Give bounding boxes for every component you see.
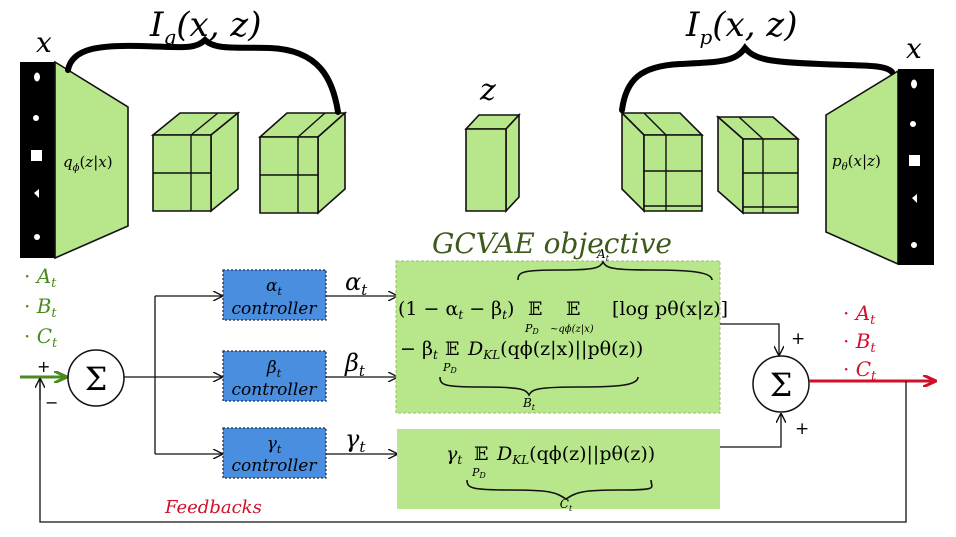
capacity-expectation-subscript: PD: [471, 466, 486, 480]
gamma-controller-symbol: γt: [267, 434, 282, 456]
beta-controller: βt controller: [222, 350, 327, 402]
feedback-label: Feedbacks: [164, 497, 262, 518]
capacity-box: γt 𝔼 PD DKL(qϕ(z)||pθ(z)) Ct: [397, 429, 720, 513]
brace-b-label: Bt: [522, 396, 536, 412]
decoder-mutual-info-brace: [619, 43, 895, 113]
capacity-gamma: γt: [446, 443, 462, 467]
brace-c: [466, 479, 653, 500]
feedback-loop-wire: [39, 381, 907, 523]
encoder-input-label: x: [36, 26, 52, 59]
output-signal-list: · At · Bt · Ct: [843, 301, 877, 384]
decoder: pθ(x|z) x Ip(x, z): [619, 5, 934, 266]
gamma-controller: γt controller: [222, 427, 327, 479]
input-minus-sign: −: [45, 393, 58, 412]
left-summer-symbol: Σ: [85, 360, 108, 398]
kl-term: DKL(qϕ(z|x)||pθ(z)): [467, 338, 643, 362]
input-signal-list: · At · Bt · Ct: [24, 264, 58, 351]
gamma-output-label: γt: [345, 425, 366, 456]
objective-box: At (1 − αt − βt) 𝔼 PD 𝔼 ~qϕ(z|x) [log pθ…: [395, 247, 728, 414]
decoder-cube-1: [620, 111, 704, 213]
encoder-cube-2: [257, 111, 348, 215]
reconstruction-term: [log pθ(x|z)]: [612, 298, 728, 320]
objective-title: GCVAE objective: [432, 227, 672, 260]
alpha-output-label: αt: [345, 268, 368, 299]
inner-expectation: 𝔼: [566, 298, 580, 320]
input-item-c: · Ct: [24, 324, 58, 351]
encoder-mutual-info-label: Iq(x, z): [149, 5, 261, 49]
capacity-kl-term: DKL(qϕ(z)||pθ(z)): [496, 443, 655, 467]
beta-controller-label: controller: [232, 380, 318, 400]
brace-a-label: At: [596, 247, 610, 263]
outer-expectation-2: 𝔼: [445, 338, 459, 360]
latent-cube: [464, 112, 521, 214]
latent: z: [464, 73, 521, 214]
latent-label: z: [479, 73, 496, 108]
right-summer-symbol: Σ: [770, 366, 793, 404]
capacity-to-summer-wire: [720, 414, 781, 448]
left-summer-circle: [67, 349, 125, 407]
input-item-a: · At: [24, 264, 57, 291]
alpha-controller: αt controller: [222, 269, 327, 321]
capacity-box-bg: [397, 429, 720, 509]
input-plus-sign: +: [37, 357, 50, 376]
output-item-b: · Bt: [843, 329, 876, 356]
right-summer-plus-top: +: [791, 329, 805, 349]
encoder-cube-1: [150, 111, 241, 213]
brace-b: [439, 376, 639, 397]
decoder-output-label: x: [906, 32, 922, 65]
objective-to-summer-wire: [720, 323, 779, 355]
outer-expectation-1-subscript: PD: [524, 322, 539, 336]
input-item-b: · Bt: [24, 294, 57, 321]
right-summer-plus-bottom: +: [795, 419, 809, 439]
output-item-a: · At: [843, 301, 876, 328]
decoder-distribution-label: pθ(x|z): [832, 152, 881, 173]
beta-controller-symbol: βt: [266, 358, 282, 380]
brace-a: [517, 260, 713, 281]
brace-c-label: Ct: [560, 497, 573, 513]
encoder: x qϕ(z|x) I: [20, 5, 348, 260]
encoder-trapezoid: [54, 60, 129, 260]
beta-output-label: βt: [344, 349, 366, 380]
encoder-distribution-label: qϕ(z|x): [63, 153, 113, 174]
output-item-c: · Ct: [843, 357, 877, 384]
outer-expectation-1: 𝔼: [528, 298, 542, 320]
output-image-strip: [898, 69, 934, 265]
objective-line-1: (1 − αt − βt): [398, 298, 514, 322]
alpha-controller-label: controller: [232, 299, 318, 319]
objective-line-2: − βt: [400, 338, 438, 362]
gamma-controller-label: controller: [232, 456, 318, 476]
outer-expectation-2-subscript: PD: [442, 361, 457, 375]
input-image-shapes: [31, 72, 42, 240]
output-image-shapes: [909, 79, 920, 248]
alpha-controller-symbol: αt: [266, 276, 282, 298]
inner-expectation-subscript: ~qϕ(z|x): [550, 324, 594, 335]
decoder-mutual-info-label: Ip(x, z): [685, 5, 797, 49]
right-summer-circle: [752, 355, 810, 413]
encoder-mutual-info-brace: [65, 35, 341, 115]
decoder-cube-2: [715, 115, 801, 215]
capacity-expectation: 𝔼: [474, 443, 488, 465]
